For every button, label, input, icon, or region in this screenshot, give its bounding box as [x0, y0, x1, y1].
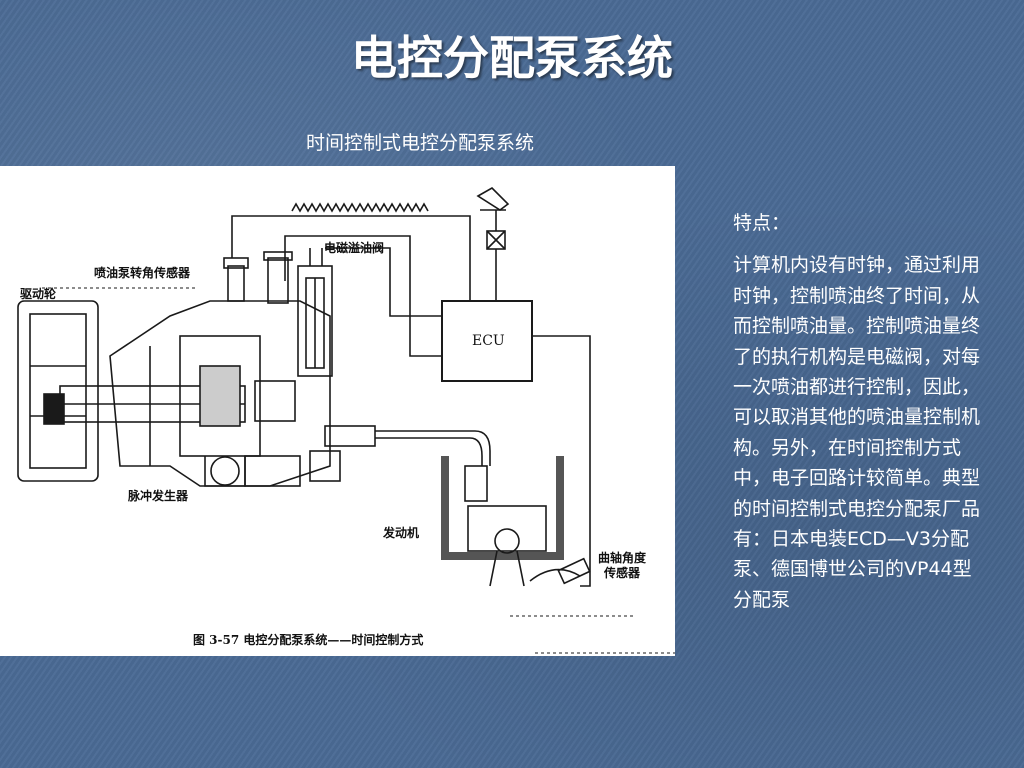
label-crank-angle-sensor-2: 传感器 [603, 565, 641, 580]
diagram-linework [17, 187, 675, 654]
pump-body [109, 300, 376, 487]
leader-lines [42, 287, 675, 654]
accelerator-pedal [476, 187, 510, 271]
features-heading: 特点： [733, 212, 791, 234]
label-crank-angle-sensor-1: 曲轴角度 [598, 550, 647, 565]
label-pulse-generator: 脉冲发生器 [127, 488, 189, 503]
slide-subtitle: 时间控制式电控分配泵系统 [306, 132, 535, 154]
label-drive-wheel: 驱动轮 [20, 286, 57, 301]
pump-system-diagram: 驱动轮 喷油泵转角传感器 电磁溢油阀 ECU 脉冲发生器 发动机 曲轴角度 传感… [17, 187, 675, 654]
features-body: 计算机内设有时钟，通过利用时钟，控制喷油终了时间，从而控制喷油量。控制喷油量终了… [733, 254, 981, 611]
features-panel: 特点： 计算机内设有时钟，通过利用时钟，控制喷油终了时间，从而控制喷油量。控制喷… [733, 208, 983, 615]
label-pump-angle-sensor: 喷油泵转角传感器 [94, 265, 191, 280]
label-engine: 发动机 [382, 525, 419, 540]
wiring [231, 202, 591, 587]
engine-cylinder [441, 456, 581, 587]
diagram-labels: 驱动轮 喷油泵转角传感器 电磁溢油阀 ECU 脉冲发生器 发动机 曲轴角度 传感… [20, 240, 647, 647]
pump-angle-sensor [223, 251, 293, 304]
solenoid-spill-valve [297, 248, 333, 377]
drive-wheel [17, 300, 99, 482]
ecu-box [441, 300, 533, 382]
crank-angle-sensor [557, 557, 591, 585]
slide-title: 电控分配泵系统 [351, 31, 673, 85]
diagram-figure: 驱动轮 喷油泵转角传感器 电磁溢油阀 ECU 脉冲发生器 发动机 曲轴角度 传感… [0, 166, 675, 656]
figure-caption: 图 3-57 电控分配泵系统——时间控制方式 [193, 632, 423, 647]
label-solenoid-spill-valve: 电磁溢油阀 [324, 240, 384, 255]
label-ecu: ECU [472, 333, 505, 349]
